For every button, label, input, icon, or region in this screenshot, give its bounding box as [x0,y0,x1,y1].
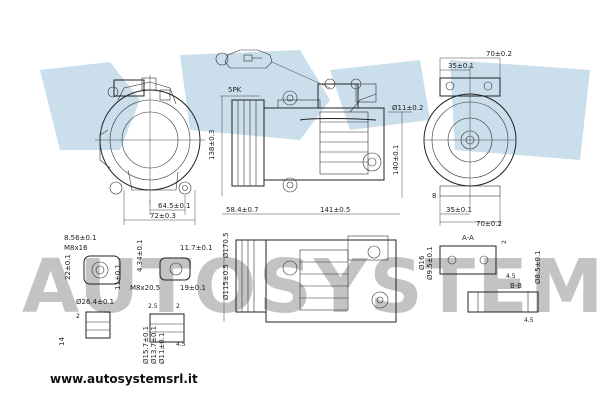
dim-115: Ø115±0.5 [222,264,230,300]
label-m8x20: M8x20.5 [130,284,160,292]
compressor-side-view: 5PK 138±0.3 Ø11±0.2 140±0.1 58.4±0.7 141… [208,49,423,215]
section-a-a: A-A [462,234,474,242]
dim-4-34: 4.34±0.1 [136,239,144,272]
compressor-front-view: 70±0.2 35±0.1 35±0.1 70±0.2 8 2 [423,50,517,244]
compressor-rear-view: 64.5±0.1 72±0.3 [95,75,205,225]
dim-22: 22±0.1 [64,254,72,280]
dim-4-5b: 4.5 [506,273,516,280]
dim-4-5c: 4.5 [524,317,534,324]
dim-8-56: 8.56±0.1 [64,234,97,242]
dim-64-5: 64.5±0.1 [158,202,191,210]
dim-14: 14 [58,337,66,346]
dim-2-5: 2.5 [148,303,158,310]
dim-11-7: 11.7±0.1 [180,244,213,252]
dim-58-4: 58.4±0.7 [226,206,259,214]
dim-2c: 2 [176,303,180,310]
fitting-details: 8.56±0.1 M8x16 22±0.1 11±0.1 Ø26.4±0.1 2… [58,234,213,364]
dim-35-bottom: 35±0.1 [446,206,472,214]
dim-16: Ø16 [418,255,426,270]
dim-8: 8 [432,192,436,200]
dim-9-5: Ø9.5±0.1 [426,246,434,280]
dim-11b: 11±0.1 [114,264,122,290]
dim-2-right: 2 [501,240,508,244]
label-5pk: 5PK [228,86,242,94]
section-b-b: B-B [510,282,522,290]
watermark-graphic: AUTOSYSTEM [22,50,600,330]
section-details: A-A Ø16 Ø9.5±0.1 4.5 Ø8.5±0.1 B-B 4.5 [418,234,542,324]
dim-4-5: 4.5 [176,341,186,348]
label-m8x16: M8x16 [64,244,88,252]
website-url: www.autosystemsrl.it [50,372,198,386]
dim-11: Ø11±0.2 [392,104,423,112]
dim-72: 72±0.3 [150,212,176,220]
dim-13-7: Ø13.7±0.1 [150,326,158,364]
dim-26-4: Ø26.4±0.1 [76,298,114,306]
dim-70-bottom: 70±0.2 [476,220,502,228]
dim-170: Ø170.5 [222,232,230,258]
dim-15-7: Ø15.7±0.1 [142,326,150,364]
dim-35-top: 35±0.1 [448,62,474,70]
dim-8-5: Ø8.5±0.1 [534,250,542,284]
dim-2b: 2 [76,313,80,320]
dim-141: 141±0.5 [320,206,350,214]
dim-140: 140±0.1 [392,145,400,175]
dim-11c: Ø11±0.1 [158,333,166,364]
dim-70-top: 70±0.2 [486,50,512,58]
dim-19: 19±0.1 [180,284,206,292]
compressor-perspective-view: Ø115±0.5 Ø170.5 [222,232,397,323]
dim-138: 138±0.3 [208,130,216,160]
